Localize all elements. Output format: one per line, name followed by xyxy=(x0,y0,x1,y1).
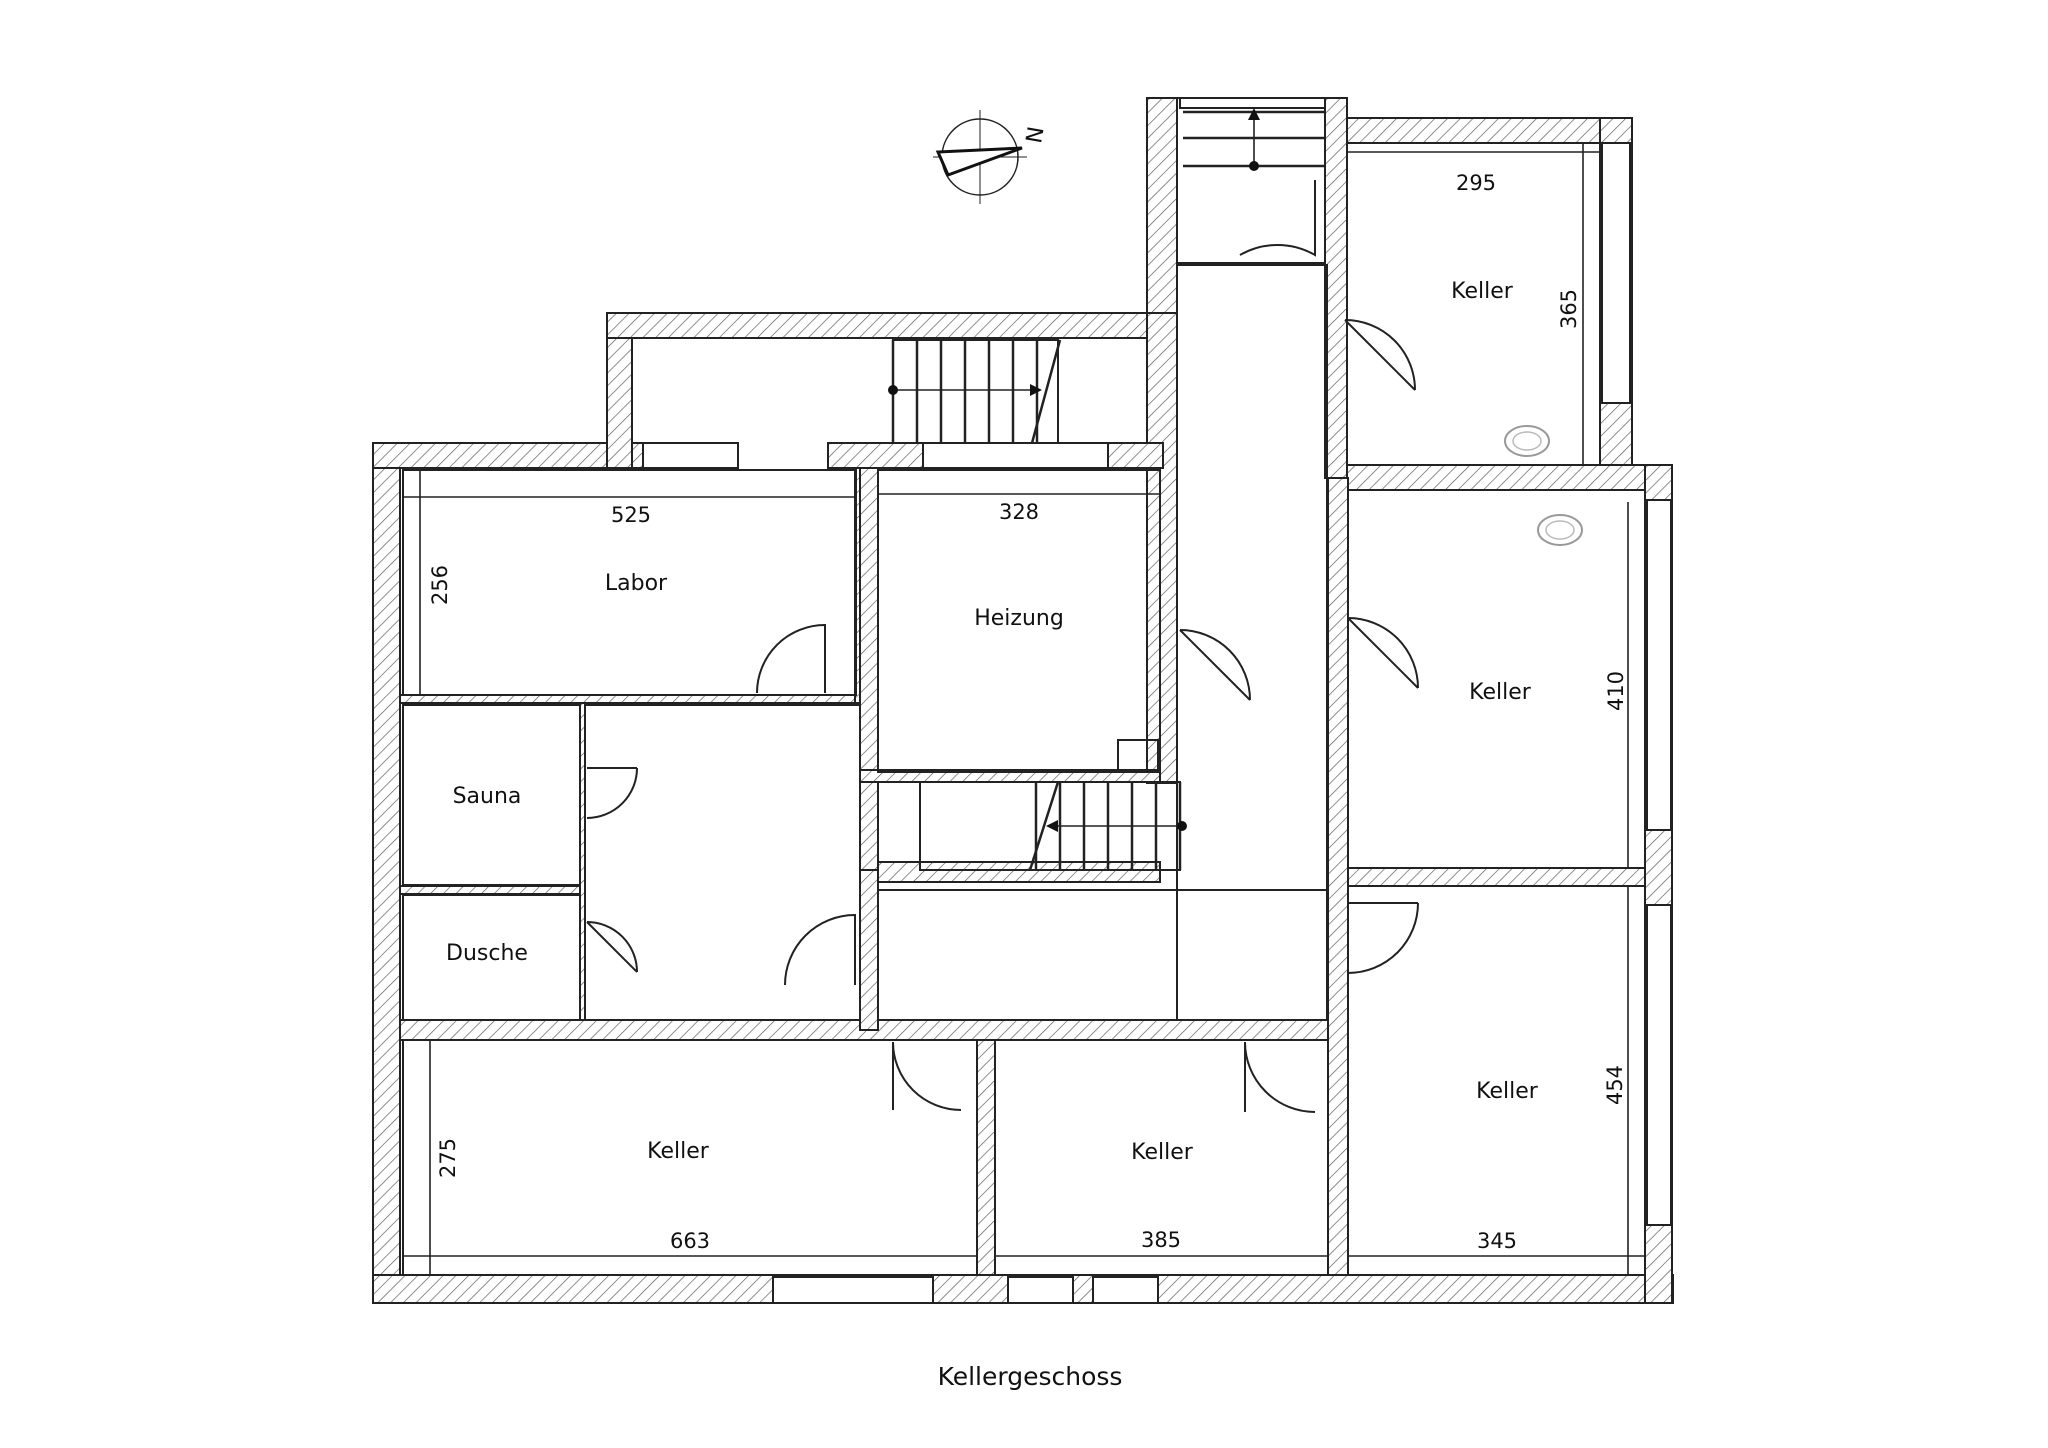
doors xyxy=(586,180,1419,1113)
dimension-lines xyxy=(403,143,1645,1275)
room-label-heizung: Heizung xyxy=(974,606,1064,631)
room-outlines xyxy=(402,97,1646,1276)
room-label-keller-top-right: Keller xyxy=(1451,279,1514,304)
plan-caption: Kellergeschoss xyxy=(938,1362,1123,1391)
room-label-sauna: Sauna xyxy=(453,784,522,809)
dim-keller-bl-height: 275 xyxy=(436,1138,460,1178)
room-label-keller-right-upper: Keller xyxy=(1469,680,1532,705)
room-labels: Labor Heizung Sauna Dusche Keller Keller… xyxy=(446,279,1539,1165)
stair-upper xyxy=(888,339,1062,444)
room-label-keller-bottom-mid: Keller xyxy=(1131,1140,1194,1165)
inner-walls xyxy=(399,467,1646,1276)
room-label-keller-bottom-left: Keller xyxy=(647,1139,710,1164)
dim-labor-height: 256 xyxy=(428,565,452,605)
dim-keller-br-height: 454 xyxy=(1603,1065,1627,1105)
sink-icon xyxy=(1537,514,1583,546)
stair-exterior xyxy=(1183,108,1325,171)
wall-openings xyxy=(642,97,1672,1304)
dim-keller-top-height: 365 xyxy=(1557,289,1581,329)
room-label-labor: Labor xyxy=(605,571,668,596)
room-label-keller-right-lower: Keller xyxy=(1476,1079,1539,1104)
sink-icon xyxy=(1504,425,1550,457)
stair-lower xyxy=(919,781,1187,871)
dim-keller-right-height: 410 xyxy=(1604,671,1628,711)
dim-keller-bm-width: 385 xyxy=(1141,1228,1181,1252)
dim-keller-br-width: 345 xyxy=(1477,1229,1517,1253)
dim-keller-bl-width: 663 xyxy=(670,1229,710,1253)
shaft xyxy=(1117,739,1159,771)
dimension-labels: 525 256 328 295 365 410 275 663 385 345 … xyxy=(428,171,1628,1253)
dim-keller-top-width: 295 xyxy=(1456,171,1496,195)
dim-labor-width: 525 xyxy=(611,503,651,527)
room-label-dusche: Dusche xyxy=(446,941,528,966)
north-letter: N xyxy=(1022,125,1049,146)
dim-heizung-width: 328 xyxy=(999,500,1039,524)
north-arrow-icon: N xyxy=(933,110,1050,204)
